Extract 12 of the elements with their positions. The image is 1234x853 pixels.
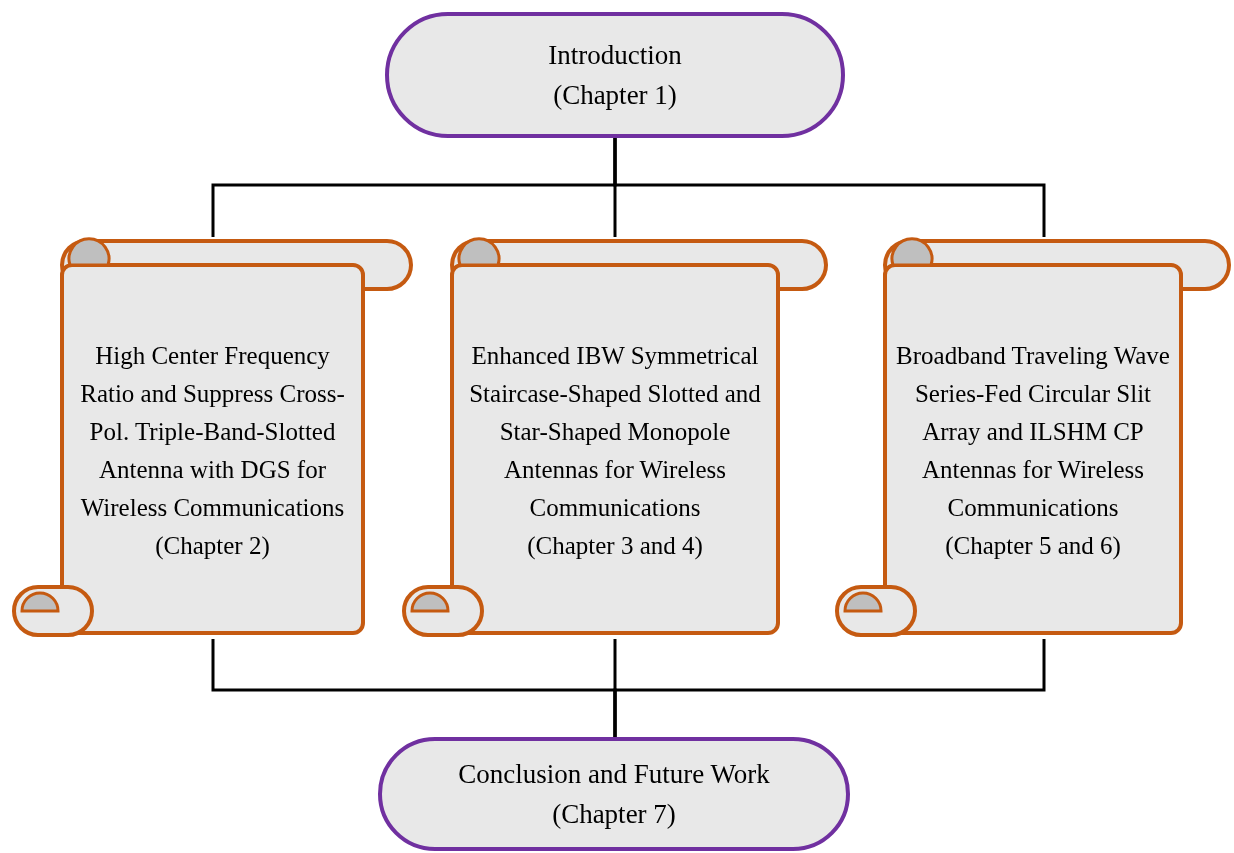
node-text: (Chapter 2) (155, 531, 270, 562)
connector-line (613, 138, 1046, 237)
node-text: Enhanced IBW Symmetrical Staircase-Shaped Slotted and Star-Shaped Monopole Antennas for Wireless Communications (468, 341, 762, 523)
node-text: Broadband Traveling Wave Series-Fed Circular Slit Array and ILSHM CP Antennas for Wireless Communications (895, 341, 1171, 523)
node-text: (Chapter 7) (552, 798, 676, 831)
node-text: Introduction (548, 39, 682, 72)
node-text: Conclusion and Future Work (458, 758, 770, 791)
connector-line (613, 639, 1046, 737)
node-text: (Chapter 1) (553, 79, 677, 112)
node-text: (Chapter 3 and 4) (527, 531, 703, 562)
node-text: (Chapter 5 and 6) (945, 531, 1121, 562)
node-text: High Center Frequency Ratio and Suppress Cross-Pol. Triple-Band-Slotted Antenna with DGS for Wireless Communications (79, 341, 346, 523)
